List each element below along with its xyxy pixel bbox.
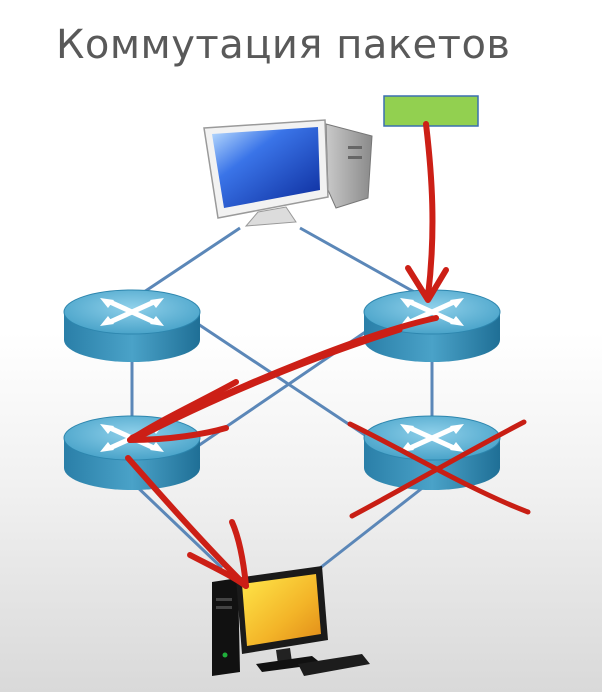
page-title: Коммутация пакетов: [56, 22, 511, 68]
arrow-head-router-top-right: [405, 265, 449, 303]
packet-path-arrows: [125, 121, 449, 589]
failed-router-cross-icon: [347, 419, 531, 519]
destination-computer-icon: [212, 566, 370, 676]
arrow-head-destination-left: [187, 552, 249, 589]
link-source-to-router-top-right: [299, 226, 426, 300]
router-top-right-icon: [363, 289, 501, 362]
source-computer-icon: [203, 119, 373, 227]
arrow-router-bottom-left-to-destination: [125, 455, 247, 587]
link-router-br-to-destination: [319, 480, 431, 570]
router-bottom-left-icon: [63, 415, 201, 490]
arrow-head-router-bottom-left-lower: [127, 425, 229, 443]
data-packet-icon: [383, 95, 479, 127]
arrow-head-router-bottom-left-upper: [127, 379, 239, 443]
arrow-head-destination-right: [229, 519, 249, 589]
arrow-packet-to-router-top-right: [423, 121, 436, 299]
link-source-to-router-top-left: [134, 226, 241, 300]
router-bottom-right-icon: [363, 415, 501, 490]
router-top-left-icon: [63, 289, 201, 362]
arrow-router-top-right-to-bottom-left-2: [131, 327, 403, 443]
link-router-bl-to-destination: [130, 480, 224, 570]
